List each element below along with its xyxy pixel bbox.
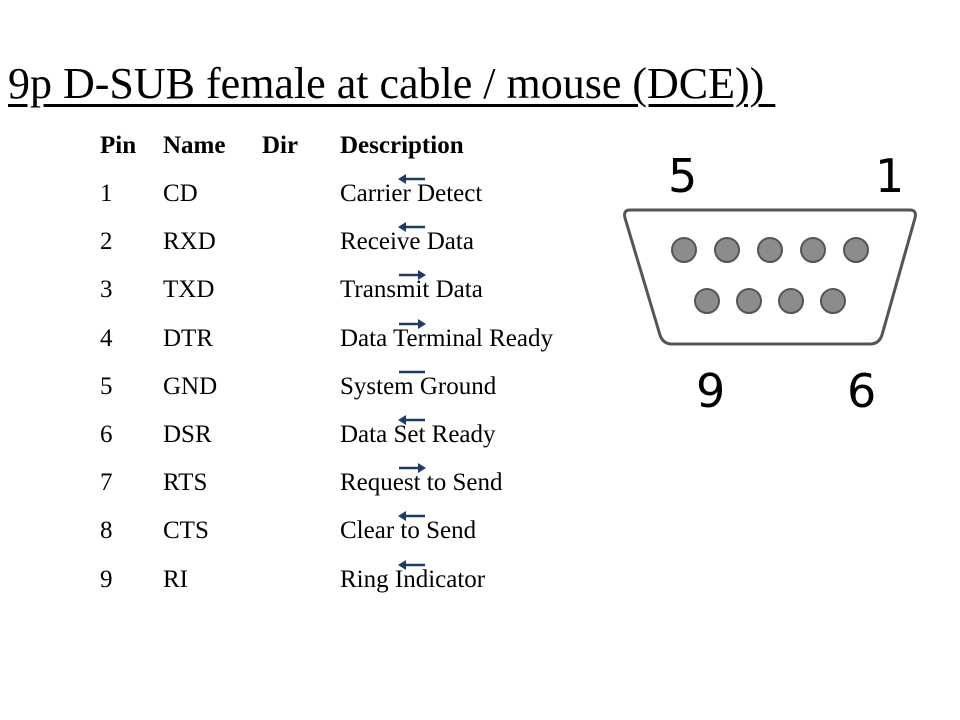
pin-number: 9 bbox=[100, 565, 113, 593]
pin-number: 2 bbox=[100, 228, 113, 256]
signal-description: Receive Data bbox=[340, 228, 474, 256]
signal-description: Data Set Ready bbox=[340, 421, 496, 448]
arrow-left-icon bbox=[398, 222, 425, 233]
signal-description: System Ground bbox=[340, 372, 497, 400]
signal-description: Request to Send bbox=[340, 469, 503, 497]
header-name: Name bbox=[163, 132, 226, 159]
arrow-right-icon bbox=[399, 463, 426, 474]
pin-number: 7 bbox=[100, 469, 113, 497]
header-dir: Dir bbox=[262, 132, 299, 159]
connector-label-pin-9: 9 bbox=[696, 364, 725, 418]
signal-description: Clear to Send bbox=[340, 517, 477, 545]
connector-pins bbox=[671, 237, 869, 314]
connector-pin bbox=[843, 237, 869, 263]
connector-shell-outline bbox=[623, 208, 917, 346]
pin-number: 4 bbox=[100, 324, 113, 352]
arrow-left-icon bbox=[398, 559, 425, 570]
signal-name: RTS bbox=[163, 469, 208, 497]
pin-number: 6 bbox=[100, 421, 113, 448]
signal-name: DSR bbox=[163, 421, 212, 448]
connector-pin bbox=[820, 288, 846, 314]
signal-name: RI bbox=[163, 565, 188, 593]
arrow-right-icon bbox=[399, 318, 426, 329]
signal-name: DTR bbox=[163, 324, 213, 352]
connector-label-pin-5: 5 bbox=[668, 149, 697, 203]
arrow-left-icon bbox=[398, 511, 425, 522]
signal-name: CD bbox=[163, 180, 198, 207]
header-description: Description bbox=[340, 132, 464, 159]
connector-pin bbox=[671, 237, 697, 263]
connector-pin bbox=[757, 237, 783, 263]
pin-number: 8 bbox=[100, 517, 113, 545]
header-pin: Pin bbox=[100, 132, 137, 159]
signal-description: Transmit Data bbox=[340, 276, 483, 304]
connector-pin bbox=[714, 237, 740, 263]
signal-name: TXD bbox=[163, 276, 215, 304]
connector-label-pin-1: 1 bbox=[875, 149, 904, 203]
line-icon bbox=[399, 370, 425, 374]
page-title: 9p D-SUB female at cable / mouse (DCE)) bbox=[8, 59, 776, 108]
connector-label-pin-6: 6 bbox=[847, 364, 876, 418]
pin-number: 1 bbox=[100, 180, 113, 207]
pin-number: 3 bbox=[100, 276, 113, 304]
signal-description: Carrier Detect bbox=[340, 180, 483, 207]
connector-pin bbox=[736, 288, 762, 314]
connector-pin bbox=[800, 237, 826, 263]
arrow-left-icon bbox=[398, 415, 425, 425]
arrow-left-icon bbox=[398, 174, 425, 184]
connector-pin bbox=[778, 288, 804, 314]
signal-description: Data Terminal Ready bbox=[340, 324, 553, 352]
signal-name: CTS bbox=[163, 517, 209, 545]
connector-pin bbox=[694, 288, 720, 314]
pin-table: Pin Name Dir Description 1 CD Carrier Dete… bbox=[100, 132, 553, 593]
arrow-right-icon bbox=[399, 270, 426, 281]
signal-name: RXD bbox=[163, 228, 216, 256]
pin-number: 5 bbox=[100, 372, 113, 400]
db9-connector-diagram: 5 1 9 6 bbox=[623, 149, 917, 418]
signal-name: GND bbox=[163, 372, 218, 400]
signal-description: Ring Indicator bbox=[340, 565, 486, 593]
